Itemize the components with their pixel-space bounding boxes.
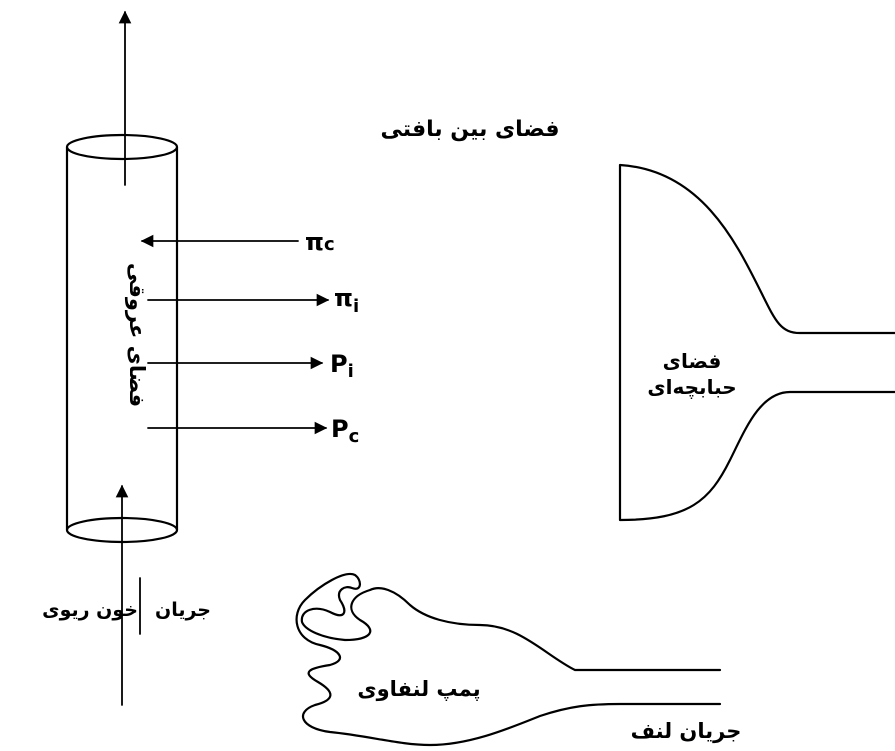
pulmonary-blood-flow-label-b: خون ریوی [42,599,138,621]
force-label-pi-c: πc [305,228,335,256]
capillary-cylinder [65,133,179,544]
force-label-pi-i: πi [334,284,359,317]
vascular-space-label: فضای عروقی [125,263,149,407]
force-label-p-c: Pc [331,415,359,447]
lymph-flow-label: جریان لنف [631,719,742,743]
force-label-p-i: Pi [330,350,354,382]
interstitial-space-label: فضای بین بافتی [380,117,559,142]
alveolar-space-label-2: حبابچه‌ای [647,375,736,400]
lymph-pump-outline [295,572,722,747]
pulmonary-blood-flow-label-a: جریان [155,599,211,621]
force-arrows [140,234,330,435]
cylinder-top-ellipse [65,133,179,161]
lymph-pump-label: پمپ لنفاوی [357,677,480,701]
alveolus-outline [618,163,895,522]
alveolar-space-label-1: فضای [663,349,722,373]
